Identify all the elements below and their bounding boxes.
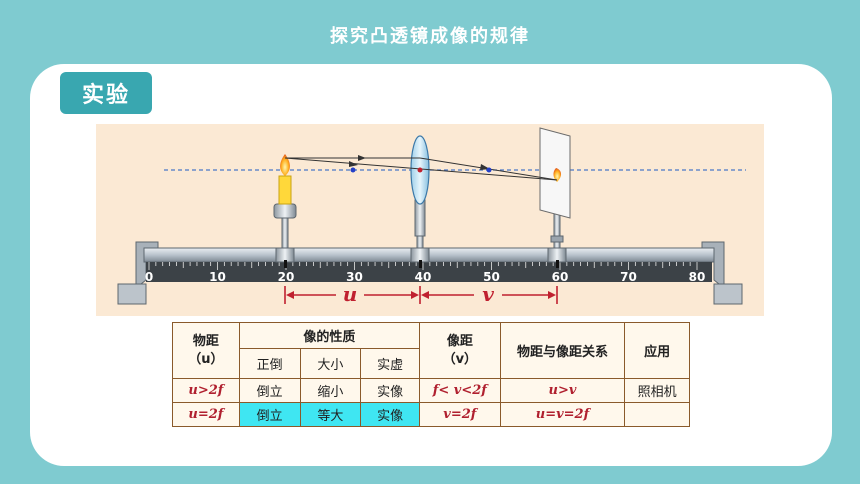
header-orientation: 正倒 [238,348,301,379]
cell-object-distance: u>2f [172,378,240,403]
scale-label: 10 [209,270,226,284]
table-row: u=2f 倒立 等大 实像 v=2f u=v=2f [172,402,690,427]
scale-ticks [148,262,698,270]
cell-application: 照相机 [624,378,690,403]
scale-label: 60 [552,270,569,284]
page-title: 探究凸透镜成像的规律 [330,26,530,47]
v-label: v [482,282,494,306]
header-image-distance: 像距 （v） [418,322,501,379]
cell-relation: u>v [499,378,626,403]
candle-holder [273,203,297,263]
header-object-distance: 物距 （u） [172,322,240,379]
focal-point-right [486,167,492,173]
optical-bench-diagram: 0 10 20 30 40 50 60 70 80 [117,127,746,306]
cell-size: 缩小 [299,378,362,403]
position-markers [284,260,559,268]
cell-image-distance: f< v<2f [418,378,501,403]
left-end-support [117,241,159,305]
header-relation: 物距与像距关系 [499,322,626,379]
header-object-distance-symbol: （u） [188,351,224,367]
scale-label: 50 [483,270,500,284]
bench-scale [146,262,712,282]
scale-label: 80 [689,270,706,284]
header-size: 大小 [299,348,362,379]
table-row: u>2f 倒立 缩小 实像 f< v<2f u>v 照相机 [172,378,690,403]
image-flame [553,168,562,182]
candle-flame [280,154,290,176]
cell-application [624,402,690,427]
cell-orientation: 倒立 [238,378,301,403]
header-object-distance-text: 物距 [192,333,219,349]
cell-orientation: 倒立 [238,402,301,427]
optical-center [417,167,423,173]
header-image-nature: 像的性质 [238,322,420,349]
scale-labels: 0 10 20 30 40 50 60 70 80 [145,270,706,284]
focal-point-left [350,167,356,173]
header-image-distance-text: 像距 [446,333,473,349]
section-tag: 实验 [60,72,152,114]
cell-image-distance: v=2f [418,402,501,427]
cell-object-distance: u=2f [172,402,240,427]
cell-relation: u=v=2f [499,402,626,427]
scale-label: 40 [415,270,432,284]
imaging-rules-table: 物距 （u） 像的性质 像距 （v） 物距与像距关系 应用 正倒 大小 实虚 u… [172,322,690,427]
lens-holder [410,199,430,263]
dimension-lines [284,286,558,304]
candle [278,175,292,205]
optical-bench-figure: 0 10 20 30 40 50 60 70 80 [96,124,764,316]
scale-label: 20 [278,270,295,284]
header-application: 应用 [624,322,690,379]
cell-real-virtual: 实像 [360,402,420,427]
u-label: u [343,282,358,306]
cell-real-virtual: 实像 [360,378,420,403]
ray-arrows [349,155,490,170]
cell-size: 等大 [299,402,362,427]
header-real-virtual: 实虚 [360,348,420,379]
header-image-distance-symbol: （v） [442,351,478,367]
scale-label: 30 [346,270,363,284]
scale-label: 0 [145,270,153,284]
right-end-support [701,241,743,305]
scale-label: 70 [620,270,637,284]
